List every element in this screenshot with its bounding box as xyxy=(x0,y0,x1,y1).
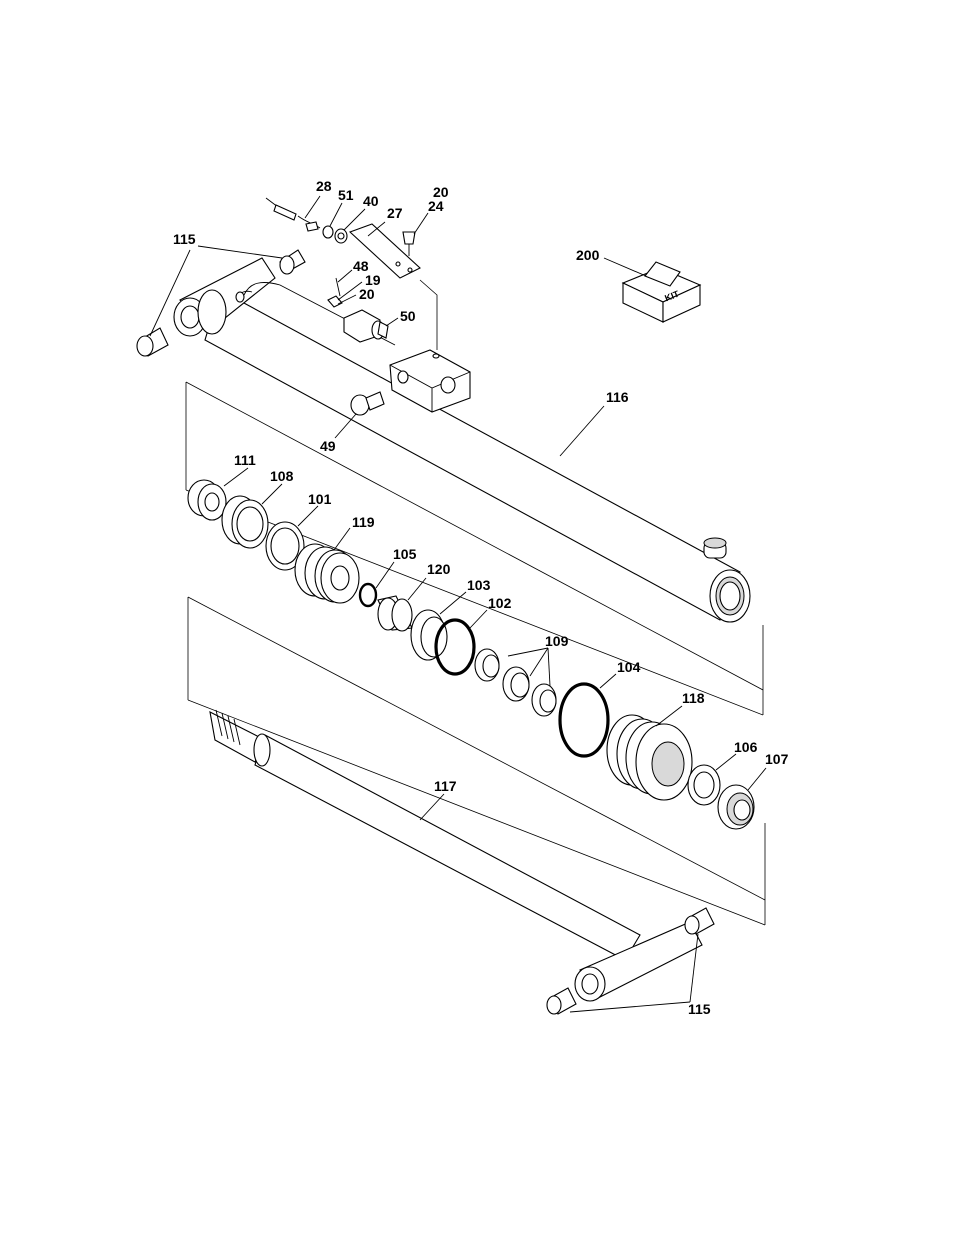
callout-20-mid: 20 xyxy=(359,286,375,302)
kit-box-200: KIT xyxy=(621,261,702,323)
callout-105: 105 xyxy=(393,546,417,562)
callout-106: 106 xyxy=(734,739,758,755)
callout-103: 103 xyxy=(467,577,491,593)
callout-28: 28 xyxy=(316,178,332,194)
bushing-115-bottom xyxy=(546,907,715,1015)
callout-109: 109 xyxy=(545,633,569,649)
callout-50: 50 xyxy=(400,308,416,324)
callout-118: 118 xyxy=(682,690,705,706)
callout-19: 19 xyxy=(365,272,381,288)
piston-seal-stack xyxy=(187,479,755,830)
leader-lines xyxy=(149,195,767,1013)
callout-20-top: 20 xyxy=(433,184,449,200)
callout-102: 102 xyxy=(488,595,512,611)
callout-200: 200 xyxy=(576,247,600,263)
bushing-115-top xyxy=(136,249,306,357)
callout-40: 40 xyxy=(363,193,379,209)
callout-111: 111 xyxy=(234,452,256,468)
callout-117: 117 xyxy=(434,778,457,794)
callout-labels: 28 51 40 27 20 24 115 200 48 19 20 50 11… xyxy=(173,178,789,1017)
callout-119: 119 xyxy=(352,514,375,530)
callout-27: 27 xyxy=(387,205,403,221)
callout-104: 104 xyxy=(617,659,641,675)
callout-24: 24 xyxy=(428,198,444,214)
callout-115-bottom: 115 xyxy=(688,1001,711,1017)
callout-101: 101 xyxy=(308,491,332,507)
callout-108: 108 xyxy=(270,468,294,484)
callout-107: 107 xyxy=(765,751,789,767)
callout-116: 116 xyxy=(606,389,629,405)
callout-51: 51 xyxy=(338,187,354,203)
callout-115-top: 115 xyxy=(173,231,196,247)
callout-48: 48 xyxy=(353,258,369,274)
callout-49: 49 xyxy=(320,438,336,454)
callout-120: 120 xyxy=(427,561,451,577)
cylinder-barrel xyxy=(173,257,751,623)
piston-rod xyxy=(209,709,703,1002)
